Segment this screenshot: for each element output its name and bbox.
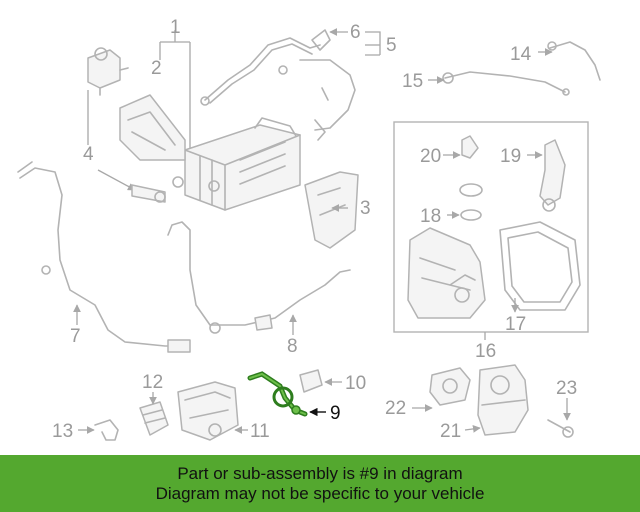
callout-22: 22 [385, 398, 406, 419]
reservoir-group-box [393, 121, 589, 340]
vapor-tube-8 [167, 221, 351, 335]
info-banner: Part or sub-assembly is #9 in diagram Di… [0, 455, 640, 512]
callout-15: 15 [402, 71, 423, 92]
callout-14: 14 [510, 44, 532, 65]
callout-17: 17 [505, 314, 526, 335]
callout-23: 23 [556, 378, 577, 399]
callout-20: 20 [420, 146, 441, 167]
callout-9: 9 [330, 403, 341, 424]
callout-3: 3 [360, 198, 371, 219]
callout-2: 2 [151, 58, 162, 79]
callout-21: 21 [440, 421, 461, 442]
purge-valve [87, 47, 166, 203]
callout-11: 11 [250, 421, 270, 442]
callout-8: 8 [287, 336, 298, 357]
callout-6: 6 [350, 22, 361, 43]
callout-5: 5 [386, 35, 397, 56]
mounting-bracket [304, 171, 359, 249]
banner-line-2: Diagram may not be specific to your vehi… [155, 483, 485, 503]
callout-16: 16 [475, 341, 496, 362]
callout-19: 19 [500, 146, 521, 167]
part-9-hose-highlighted [247, 371, 326, 417]
callout-4: 4 [83, 144, 94, 165]
charcoal-canister [159, 30, 301, 211]
callout-18: 18 [420, 206, 441, 227]
vapor-hose [200, 28, 381, 141]
callout-7: 7 [70, 326, 81, 347]
callout-10: 10 [345, 373, 366, 394]
sensor-wiring [428, 41, 601, 96]
callout-13: 13 [52, 421, 73, 442]
banner-line-1: Part or sub-assembly is #9 in diagram [177, 463, 463, 483]
callout-1: 1 [170, 17, 181, 38]
heat-shield [119, 94, 186, 161]
egr-valve-group [412, 364, 574, 438]
callout-12: 12 [142, 372, 163, 393]
lower-left-parts [78, 369, 342, 441]
vapor-tube-7 [17, 161, 191, 353]
